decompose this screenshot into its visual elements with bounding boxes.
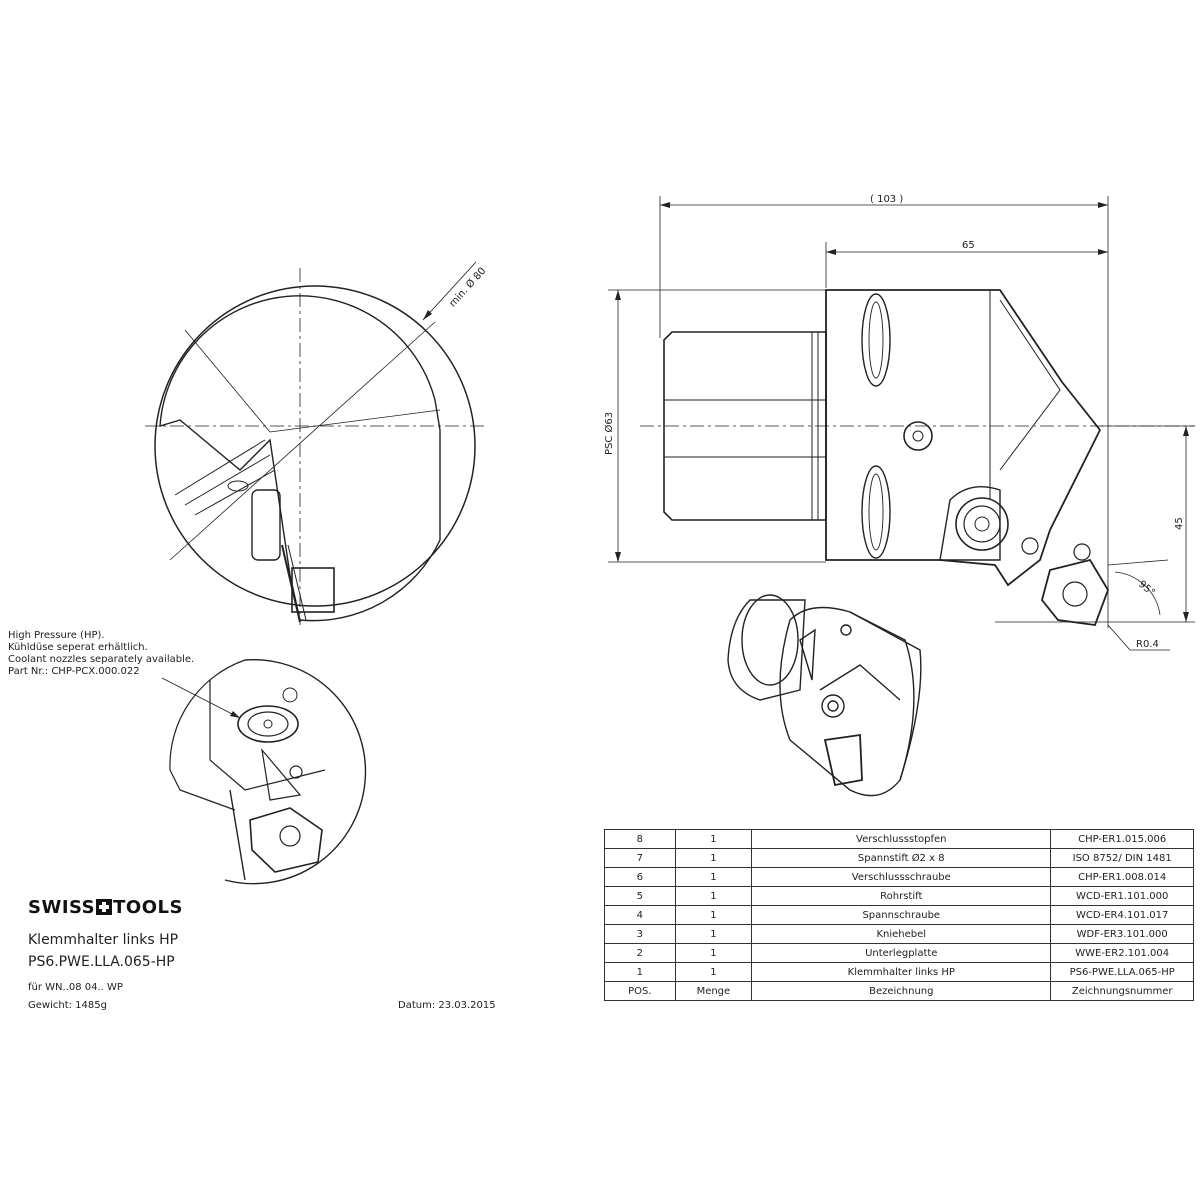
cell-qty: 1 xyxy=(674,962,753,982)
dimension-103: ( 103 ) xyxy=(870,194,903,205)
cell-pos: 2 xyxy=(604,943,676,963)
date-label: Datum: 23.03.2015 xyxy=(398,1000,496,1011)
cell-name: Klemmhalter links HP xyxy=(751,962,1052,982)
isometric-view xyxy=(727,594,922,797)
coolant-note: High Pressure (HP). Kühldüse seperat erh… xyxy=(8,630,194,678)
cell-name: Verschlussschraube xyxy=(751,867,1052,887)
cell-qty: 1 xyxy=(674,886,753,906)
brand-name-right: TOOLS xyxy=(113,897,183,918)
cell-qty: 1 xyxy=(674,924,753,944)
cell-pos: 5 xyxy=(604,886,676,906)
insert-compatibility: für WN..08 04.. WP xyxy=(28,982,123,993)
cell-number: CHP-ER1.015.006 xyxy=(1050,829,1194,849)
cell-pos: 6 xyxy=(604,867,676,887)
cell-number: WCD-ER1.101.000 xyxy=(1050,886,1194,906)
cell-pos: 7 xyxy=(604,848,676,868)
header-qty: Menge xyxy=(674,981,753,1001)
cell-name: Verschlussstopfen xyxy=(751,829,1052,849)
front-view xyxy=(145,261,485,625)
weight-label: Gewicht: 1485g xyxy=(28,1000,107,1011)
cell-number: CHP-ER1.008.014 xyxy=(1050,867,1194,887)
cell-pos: 4 xyxy=(604,905,676,925)
note-line-3: Coolant nozzles separately available. xyxy=(8,654,195,665)
brand-logo: SWISS TOOLS xyxy=(28,897,183,918)
header-name: Bezeichnung xyxy=(751,981,1052,1001)
cell-qty: 1 xyxy=(674,848,753,868)
cell-qty: 1 xyxy=(674,867,753,887)
header-pos: POS. xyxy=(604,981,676,1001)
cell-number: WDF-ER3.101.000 xyxy=(1050,924,1194,944)
brand-name-left: SWISS xyxy=(28,897,96,918)
cell-name: Spannstift Ø2 x 8 xyxy=(751,848,1052,868)
cell-pos: 1 xyxy=(604,962,676,982)
radius-label: R0.4 xyxy=(1136,639,1159,650)
dimension-65: 65 xyxy=(962,240,975,251)
detail-view xyxy=(161,658,367,885)
cell-qty: 1 xyxy=(674,829,753,849)
cell-qty: 1 xyxy=(674,905,753,925)
cell-name: Unterlegplatte xyxy=(751,943,1052,963)
cell-number: WWE-ER2.101.004 xyxy=(1050,943,1194,963)
cell-number: ISO 8752/ DIN 1481 xyxy=(1050,848,1194,868)
cell-name: Rohrstift xyxy=(751,886,1052,906)
product-title: Klemmhalter links HP xyxy=(28,932,179,948)
dimension-psc: PSC Ø63 xyxy=(603,412,615,455)
note-line-1: High Pressure (HP). xyxy=(8,630,105,641)
product-code: PS6.PWE.LLA.065-HP xyxy=(28,954,175,970)
cell-qty: 1 xyxy=(674,943,753,963)
cell-name: Spannschraube xyxy=(751,905,1052,925)
dimension-45: 45 xyxy=(1174,517,1185,530)
side-view xyxy=(608,196,1195,651)
note-line-4: Part Nr.: CHP-PCX.000.022 xyxy=(8,666,140,677)
cell-number: PS6-PWE.LLA.065-HP xyxy=(1050,962,1194,982)
swiss-cross-icon xyxy=(96,899,113,915)
header-number: Zeichnungsnummer xyxy=(1050,981,1194,1001)
cell-name: Kniehebel xyxy=(751,924,1052,944)
table-header-row: POS. Menge Bezeichnung Zeichnungsnummer xyxy=(604,981,1194,1001)
cell-pos: 3 xyxy=(604,924,676,944)
cell-number: WCD-ER4.101.017 xyxy=(1050,905,1194,925)
note-line-2: Kühldüse seperat erhältlich. xyxy=(8,642,148,653)
cell-pos: 8 xyxy=(604,829,676,849)
